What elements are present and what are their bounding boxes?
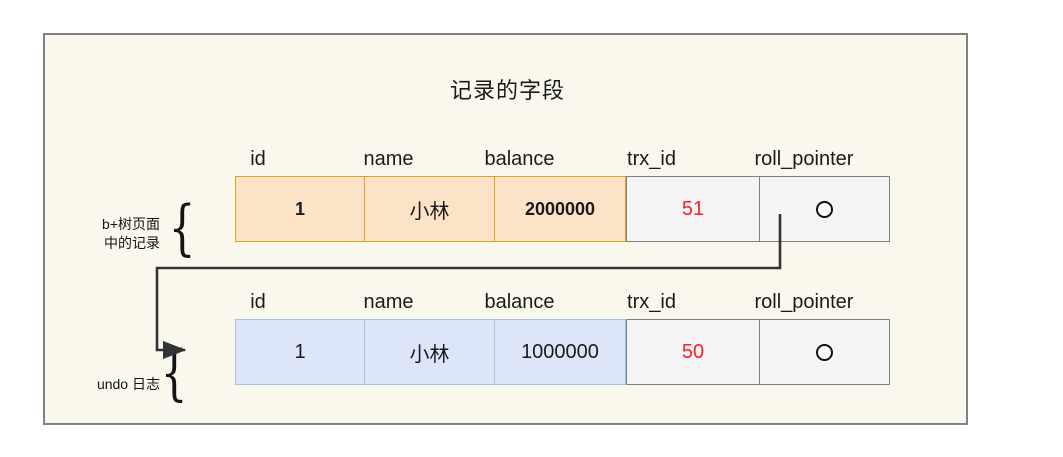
column-header-trx-id: trx_id xyxy=(627,148,676,170)
column-header-balance: balance xyxy=(484,291,555,313)
brace-btree-icon: { xyxy=(168,193,196,263)
undo-cell-name: 小林 xyxy=(364,319,495,385)
brace-undo-icon: { xyxy=(160,338,188,408)
column-header-name: name xyxy=(363,148,414,170)
label-undo-log: undo 日志 xyxy=(96,376,160,392)
page-title: 记录的字段 xyxy=(449,78,565,103)
record-cell-id: 1 xyxy=(235,176,365,242)
column-header-name: name xyxy=(363,291,414,313)
column-header-id: id xyxy=(250,148,266,170)
label-btree-record: b+树页面 中的记录 xyxy=(55,215,160,253)
column-header-roll-pointer: roll_pointer xyxy=(754,148,854,170)
record-cell-roll-pointer xyxy=(759,176,890,242)
column-header-trx-id: trx_id xyxy=(627,291,676,313)
undo-cell-balance: 1000000 xyxy=(494,319,626,385)
column-header-balance: balance xyxy=(484,148,555,170)
undo-cell-roll-pointer xyxy=(759,319,890,385)
record-cell-trx-id: 51 xyxy=(626,176,760,242)
undo-cell-id: 1 xyxy=(235,319,365,385)
label-btree-line1: b+树页面 xyxy=(102,216,160,232)
column-header-id: id xyxy=(250,291,266,313)
record-cell-name: 小林 xyxy=(364,176,495,242)
diagram-panel: 记录的字段 id name balance trx_id roll_pointe… xyxy=(43,33,968,425)
pointer-circle-icon xyxy=(816,343,833,361)
pointer-circle-icon xyxy=(816,200,833,218)
label-btree-line2: 中的记录 xyxy=(104,235,160,251)
undo-cell-trx-id: 50 xyxy=(626,319,760,385)
record-cell-balance: 2000000 xyxy=(494,176,626,242)
column-header-roll-pointer: roll_pointer xyxy=(754,291,854,313)
